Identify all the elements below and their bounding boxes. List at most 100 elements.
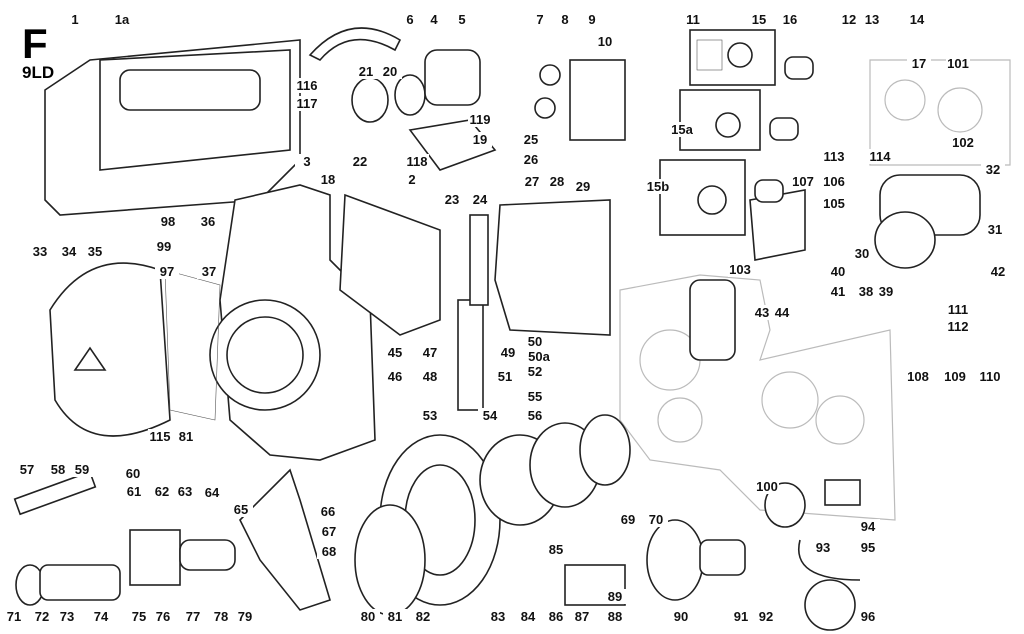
part-label-bg <box>317 524 341 539</box>
part-label: 90 <box>674 609 688 624</box>
part-label-bg <box>854 284 878 299</box>
part-label-bg <box>418 369 442 384</box>
part-label-bg <box>398 12 422 27</box>
part-label-bg <box>196 214 220 229</box>
part-label: 24 <box>473 192 488 207</box>
part-label: 100 <box>756 479 778 494</box>
part-label-bg <box>70 462 94 477</box>
part-label-bg <box>856 519 880 534</box>
part-label: 97 <box>160 264 174 279</box>
part-label-bg <box>946 319 970 334</box>
part-label: 58 <box>51 462 65 477</box>
part-label-bg <box>174 429 198 444</box>
part-label-bg <box>986 264 1010 279</box>
part-label: 116 <box>297 78 318 93</box>
part-label: 93 <box>816 540 830 555</box>
part-label: 35 <box>88 244 102 259</box>
part-label: 76 <box>156 609 170 624</box>
part-label: 72 <box>35 609 49 624</box>
part-label: 98 <box>161 214 175 229</box>
part-label: 84 <box>521 609 536 624</box>
part-label-bg <box>411 609 435 624</box>
part-label: 1 <box>71 12 78 27</box>
part-label: 34 <box>62 244 77 259</box>
part-label: 22 <box>353 154 367 169</box>
part-label: 3 <box>303 154 310 169</box>
part-label: 92 <box>759 609 773 624</box>
control-box-group <box>534 29 814 261</box>
part-label-bg <box>496 345 520 360</box>
part-label: 59 <box>75 462 89 477</box>
part-label: 102 <box>952 135 974 150</box>
part-label: 6 <box>406 12 413 27</box>
part-label-bg <box>46 462 70 477</box>
part-label-bg <box>943 369 967 384</box>
part-label: 114 <box>870 149 892 164</box>
part-label: 101 <box>947 56 969 71</box>
part-label: 20 <box>383 64 397 79</box>
part-label-bg <box>468 192 492 207</box>
part-label-bg <box>63 12 87 27</box>
engine-model: 9LD <box>22 63 54 82</box>
part-label: 66 <box>321 504 335 519</box>
part-label-bg <box>233 609 257 624</box>
part-label-bg <box>295 78 319 93</box>
part-label: 51 <box>498 369 512 384</box>
part-label: 112 <box>948 319 969 334</box>
part-label-bg <box>486 609 510 624</box>
part-label: 30 <box>855 246 869 261</box>
part-label-bg <box>383 369 407 384</box>
part-label-bg <box>519 132 543 147</box>
part-label-bg <box>747 12 771 27</box>
part-label-bg <box>978 369 1002 384</box>
part-label-bg <box>354 64 378 79</box>
part-label-bg <box>405 154 429 169</box>
part-label: 68 <box>322 544 336 559</box>
part-label-bg <box>670 122 694 137</box>
part-label: 14 <box>910 12 925 27</box>
part-label: 103 <box>729 262 751 277</box>
part-label-bg <box>30 609 54 624</box>
part-label: 9 <box>588 12 595 27</box>
part-label-bg <box>523 334 547 349</box>
part-label: 81 <box>388 609 402 624</box>
part-label-bg <box>811 540 835 555</box>
part-label: 87 <box>575 609 589 624</box>
part-label-bg <box>150 484 174 499</box>
part-label: 70 <box>649 512 663 527</box>
part-label-bg <box>856 540 880 555</box>
part-label-bg <box>527 349 551 364</box>
part-label-bg <box>523 389 547 404</box>
part-label: 60 <box>126 466 140 481</box>
part-label-bg <box>440 192 464 207</box>
part-label: 17 <box>912 56 926 71</box>
part-label: 61 <box>127 484 141 499</box>
part-label-bg <box>822 174 846 189</box>
part-label-bg <box>616 512 640 527</box>
alternator-group <box>308 27 497 171</box>
part-label: 115 <box>150 429 171 444</box>
part-label-bg <box>528 12 552 27</box>
part-label: 23 <box>445 192 459 207</box>
part-label: 19 <box>473 132 487 147</box>
part-label-bg <box>57 244 81 259</box>
part-label-bg <box>83 244 107 259</box>
part-label: 1a <box>115 12 130 27</box>
part-label-bg <box>383 609 407 624</box>
part-label: 38 <box>859 284 873 299</box>
part-label: 108 <box>907 369 929 384</box>
part-label-bg <box>28 244 52 259</box>
starter-motor <box>874 174 981 269</box>
part-label: 5 <box>458 12 465 27</box>
part-label: 15 <box>752 12 766 27</box>
part-label-bg <box>418 345 442 360</box>
part-label: 44 <box>775 305 790 320</box>
part-label-bg <box>826 264 850 279</box>
part-label-bg <box>478 408 502 423</box>
part-label: 43 <box>755 305 769 320</box>
part-label: 16 <box>783 12 797 27</box>
part-label-bg <box>837 12 861 27</box>
part-label-bg <box>754 609 778 624</box>
